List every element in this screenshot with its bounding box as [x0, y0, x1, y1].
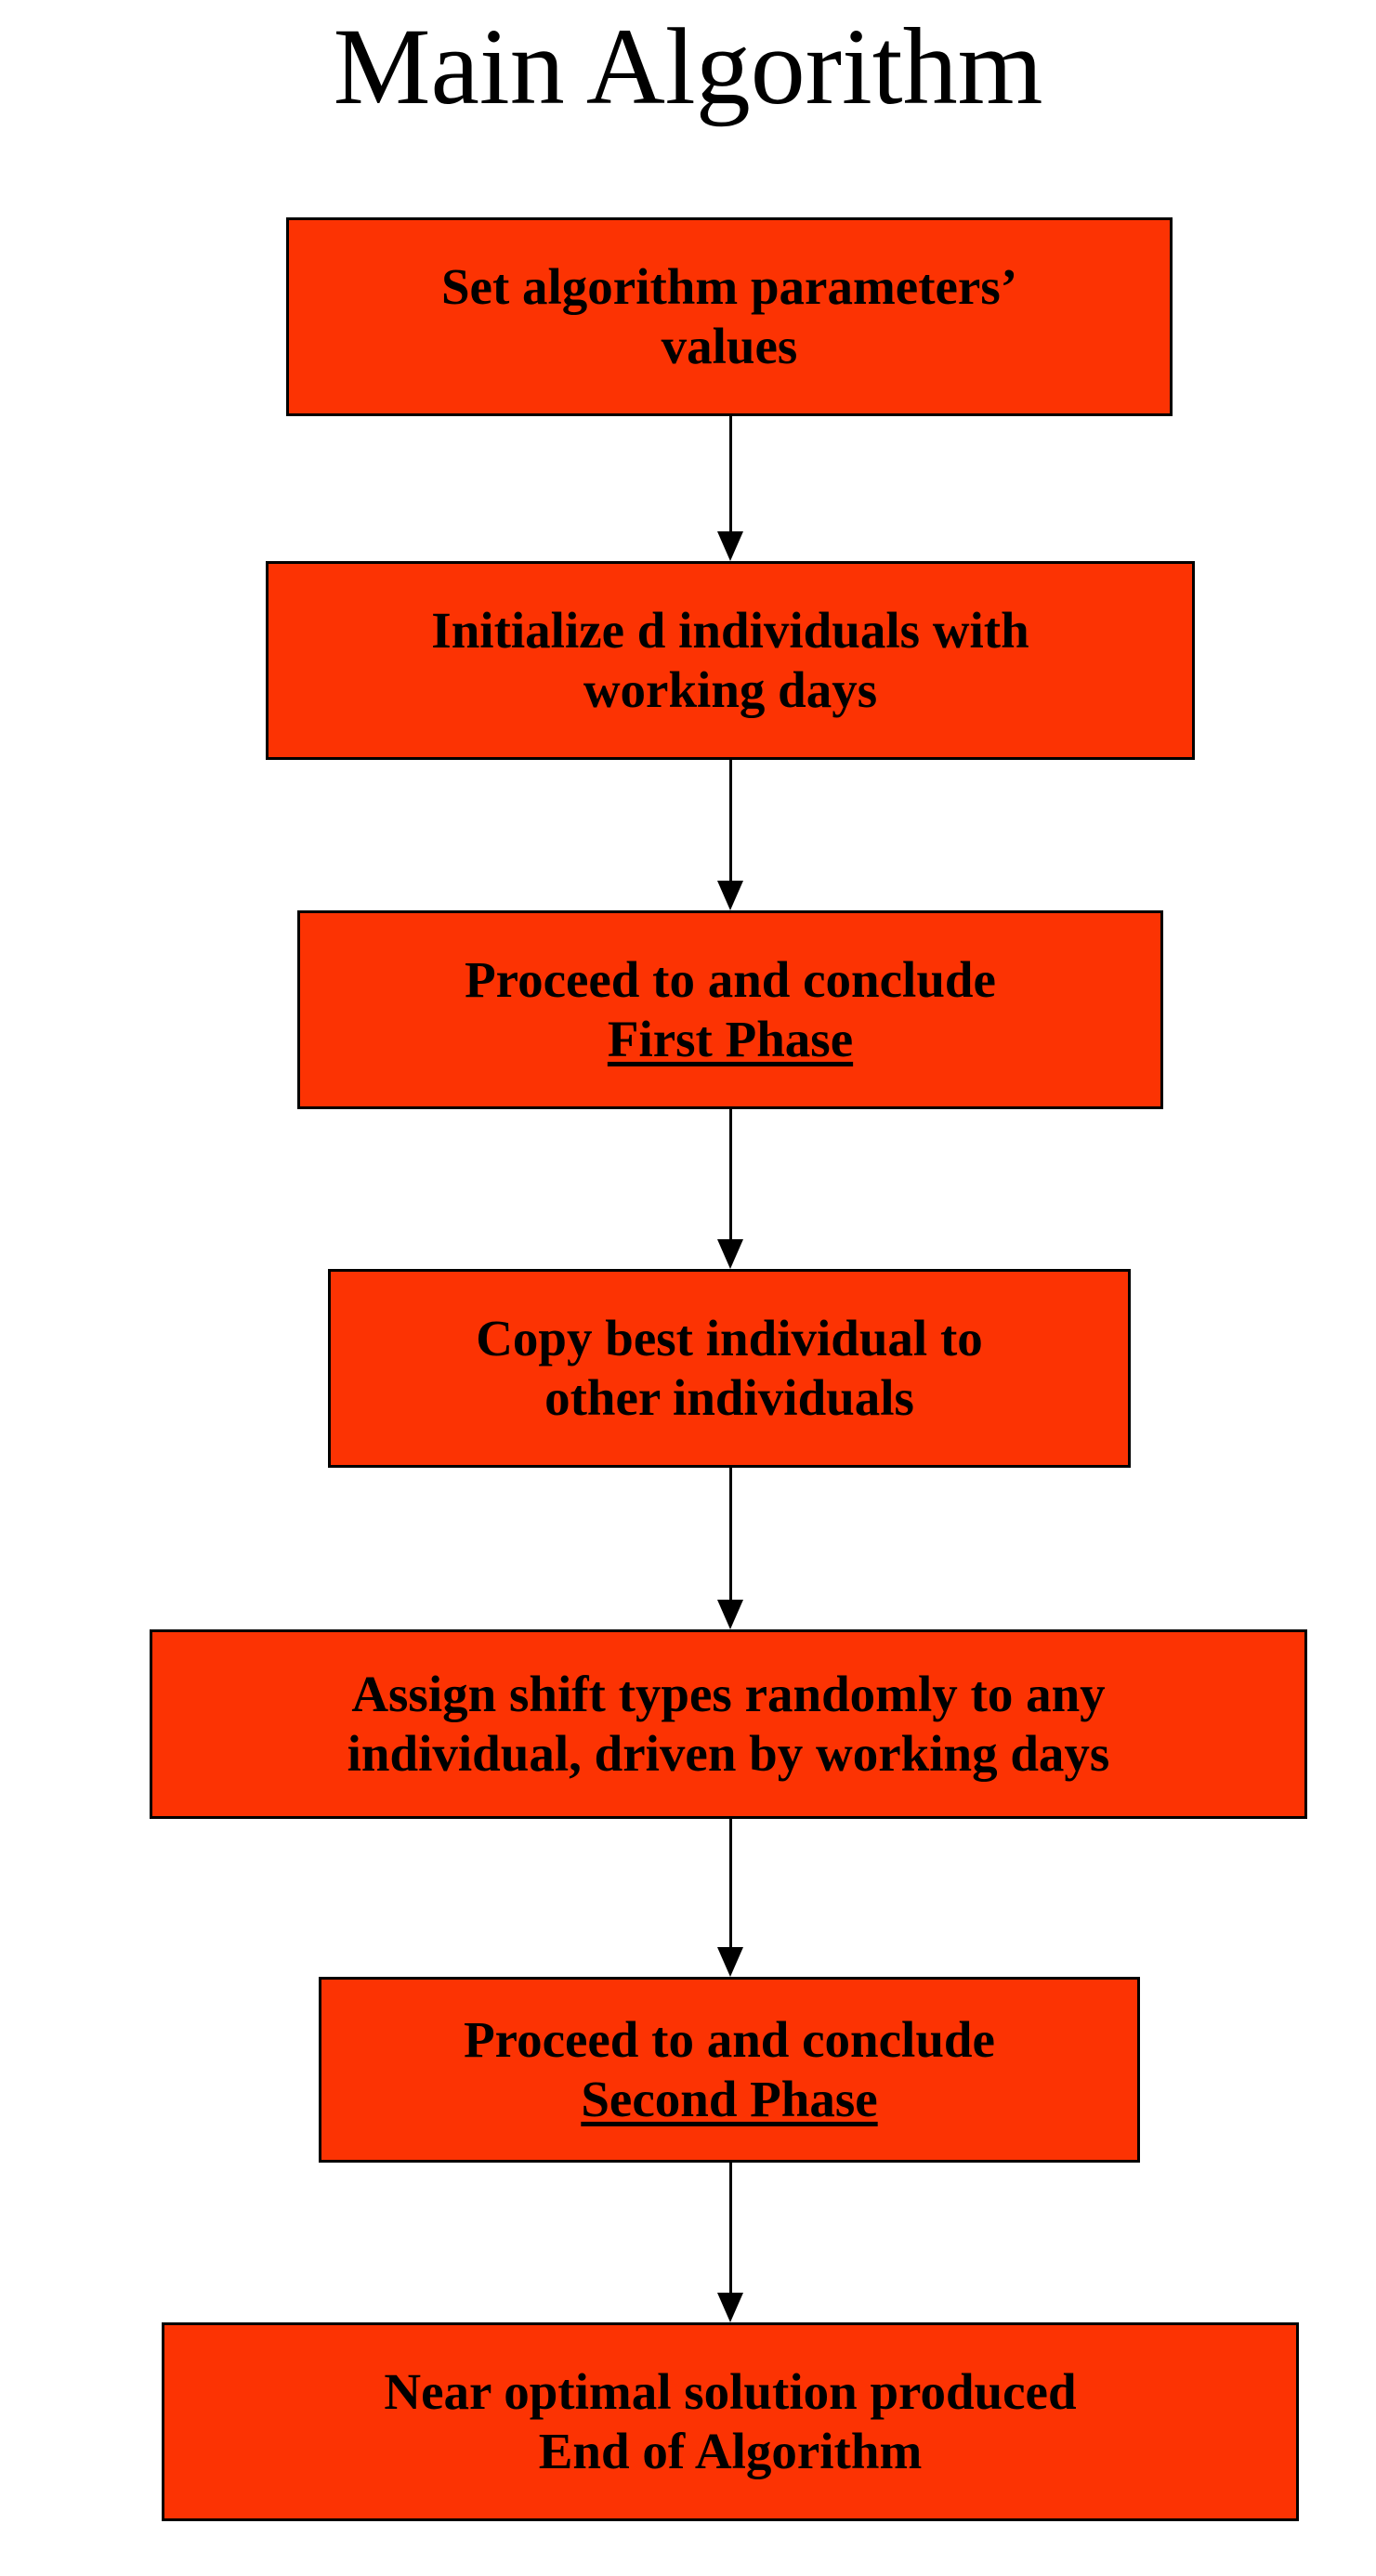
flowchart-node-7-line-2: End of Algorithm — [538, 2423, 923, 2479]
flowchart-node-1: Set algorithm parameters’values — [286, 217, 1173, 416]
flowchart-arrow-node-2-to-node-3 — [717, 760, 743, 910]
flowchart-node-4-line-2: other individuals — [544, 1369, 914, 1426]
flowchart-node-4-line-1: Copy best individual to — [476, 1310, 983, 1367]
flowchart-arrow-node-3-to-node-4 — [717, 1109, 743, 1269]
arrow-line — [729, 2163, 732, 2295]
arrow-head-icon — [717, 2293, 743, 2322]
flowchart-node-3-line-2: First Phase — [607, 1011, 854, 1067]
page-title: Main Algorithm — [333, 6, 1043, 127]
flowchart-arrow-node-4-to-node-5 — [717, 1468, 743, 1629]
flowchart-node-6-line-1: Proceed to and conclude — [464, 2011, 995, 2069]
arrow-line — [729, 416, 732, 533]
flowchart-arrow-node-5-to-node-6 — [717, 1819, 743, 1977]
arrow-head-icon — [717, 1239, 743, 1269]
flowchart-node-7-line-1: Near optimal solution produced — [384, 2363, 1077, 2421]
arrow-head-icon — [717, 881, 743, 910]
arrow-head-icon — [717, 531, 743, 561]
arrow-head-icon — [717, 1947, 743, 1977]
flowchart-node-3-line-1: Proceed to and conclude — [465, 951, 996, 1009]
flowchart-arrow-node-1-to-node-2 — [717, 416, 743, 561]
flowchart-node-2-line-1: Initialize d individuals with — [431, 602, 1029, 660]
flowchart-node-1-line-1: Set algorithm parameters’ — [440, 258, 1018, 316]
flowchart-node-5-line-2: individual, driven by working days — [347, 1725, 1110, 1782]
flowchart-node-5-line-1: Assign shift types randomly to any — [351, 1666, 1106, 1723]
flowchart-node-1-line-2: values — [661, 318, 798, 374]
flowchart-arrow-node-6-to-node-7 — [717, 2163, 743, 2322]
arrow-head-icon — [717, 1600, 743, 1629]
arrow-line — [729, 1109, 732, 1241]
arrow-line — [729, 1819, 732, 1949]
arrow-line — [729, 760, 732, 883]
flowchart-node-6-line-2: Second Phase — [581, 2071, 878, 2127]
arrow-line — [729, 1468, 732, 1602]
flowchart-node-2-line-2: working days — [583, 661, 878, 718]
